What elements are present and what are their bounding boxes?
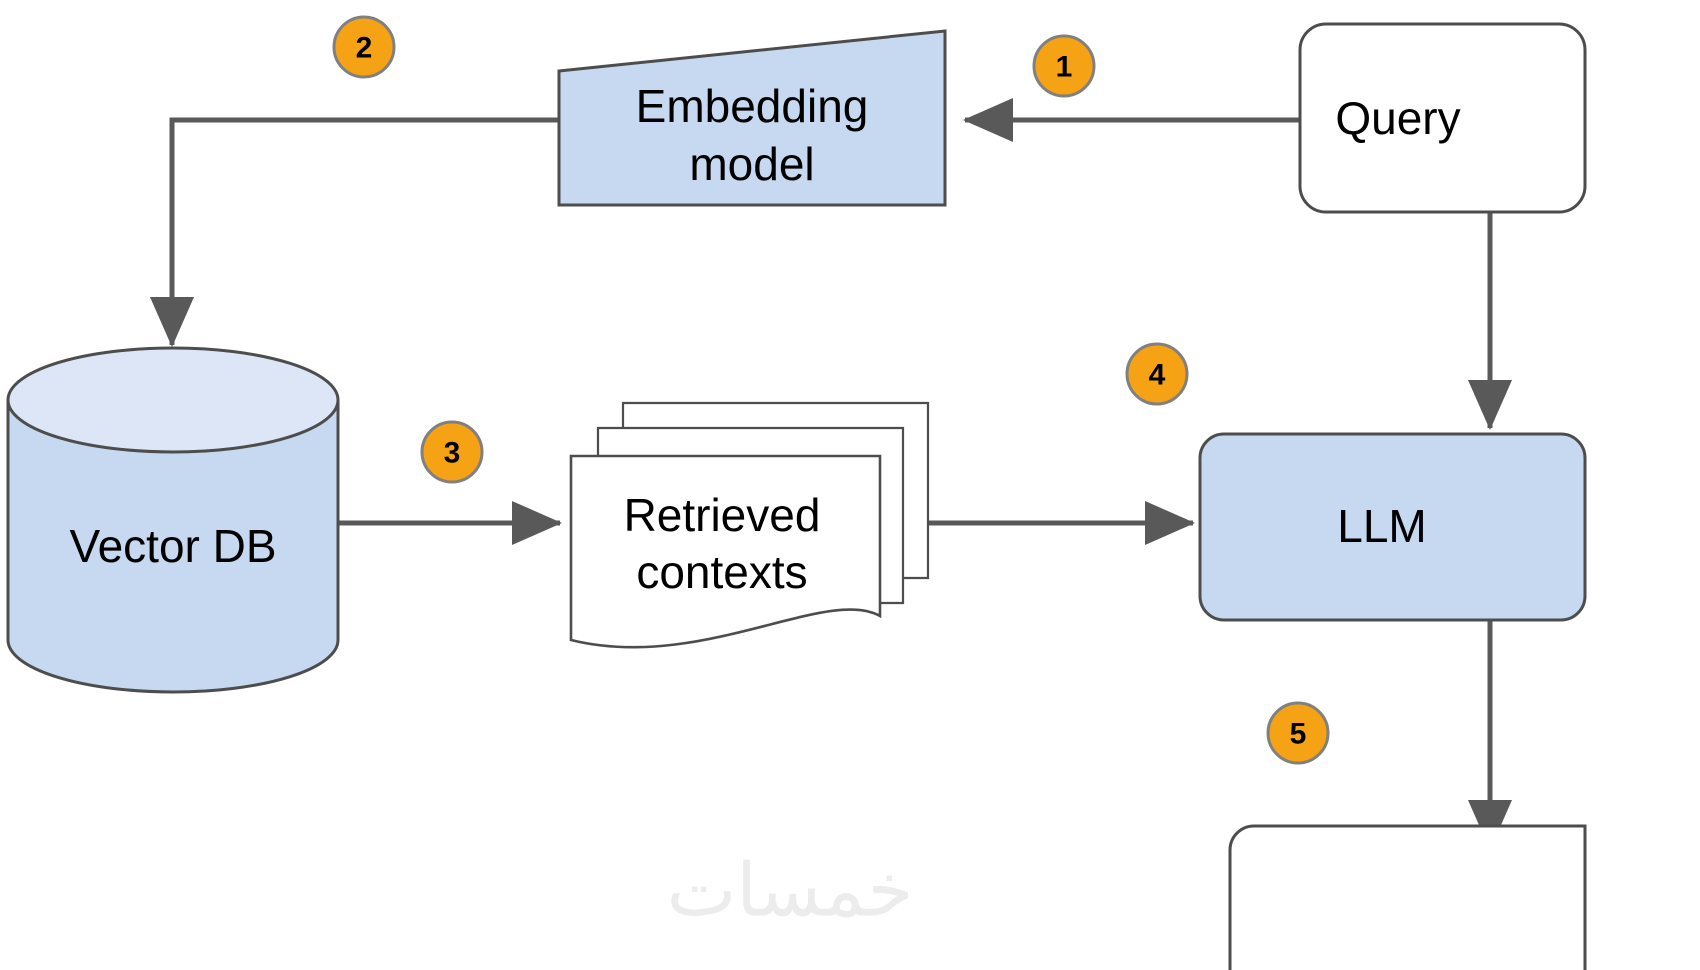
node-vector-db[interactable]: Vector DB	[6, 346, 340, 694]
arrow-embedding-to-vectordb	[150, 117, 560, 347]
badge-step-3-label: 3	[444, 437, 461, 470]
answer-shape[interactable]	[1228, 824, 1587, 970]
retrieved-contexts-label-line2: contexts	[636, 546, 807, 598]
badge-step-5[interactable]: 5	[1266, 701, 1330, 765]
badge-step-2-circle[interactable]	[332, 15, 396, 79]
badge-step-1-circle[interactable]	[1032, 34, 1096, 98]
vector-db-top-ellipse	[6, 346, 340, 454]
badge-step-2-label: 2	[356, 32, 373, 65]
llm-label: LLM	[1337, 500, 1426, 552]
badge-step-5-circle[interactable]	[1266, 701, 1330, 765]
query-shape[interactable]	[1298, 22, 1587, 214]
embedding-model-label-line2: model	[689, 138, 814, 190]
badge-step-3[interactable]: 3	[420, 420, 484, 484]
edge-embedding-to-vectordb	[150, 117, 560, 347]
badge-step-2[interactable]: 2	[332, 15, 396, 79]
badge-step-4-label: 4	[1149, 359, 1166, 392]
badge-step-1[interactable]: 1	[1032, 34, 1096, 98]
node-retrieved-contexts[interactable]: Retrieved contexts	[569, 401, 930, 649]
badge-step-5-label: 5	[1290, 718, 1307, 751]
retrieved-contexts-label-line1: Retrieved	[624, 489, 821, 541]
node-answer[interactable]	[1228, 824, 1587, 970]
badge-step-4[interactable]: 4	[1125, 342, 1189, 406]
node-llm[interactable]: LLM	[1198, 432, 1587, 622]
watermark-khamsat: خمسات	[667, 848, 914, 934]
vector-db-body[interactable]	[6, 398, 340, 694]
query-label: Query	[1335, 92, 1460, 144]
node-embedding-model[interactable]: Embedding model	[557, 29, 947, 207]
badge-step-4-circle[interactable]	[1125, 342, 1189, 406]
node-query[interactable]: Query	[1298, 22, 1587, 214]
badge-step-1-label: 1	[1056, 51, 1073, 84]
embedding-model-label-line1: Embedding	[636, 80, 869, 132]
llm-shape[interactable]	[1198, 432, 1587, 622]
embedding-model-shape[interactable]	[557, 29, 947, 207]
badge-step-3-circle[interactable]	[420, 420, 484, 484]
retrieved-contexts-sheet-front[interactable]	[569, 454, 882, 649]
vector-db-label: Vector DB	[69, 520, 276, 572]
